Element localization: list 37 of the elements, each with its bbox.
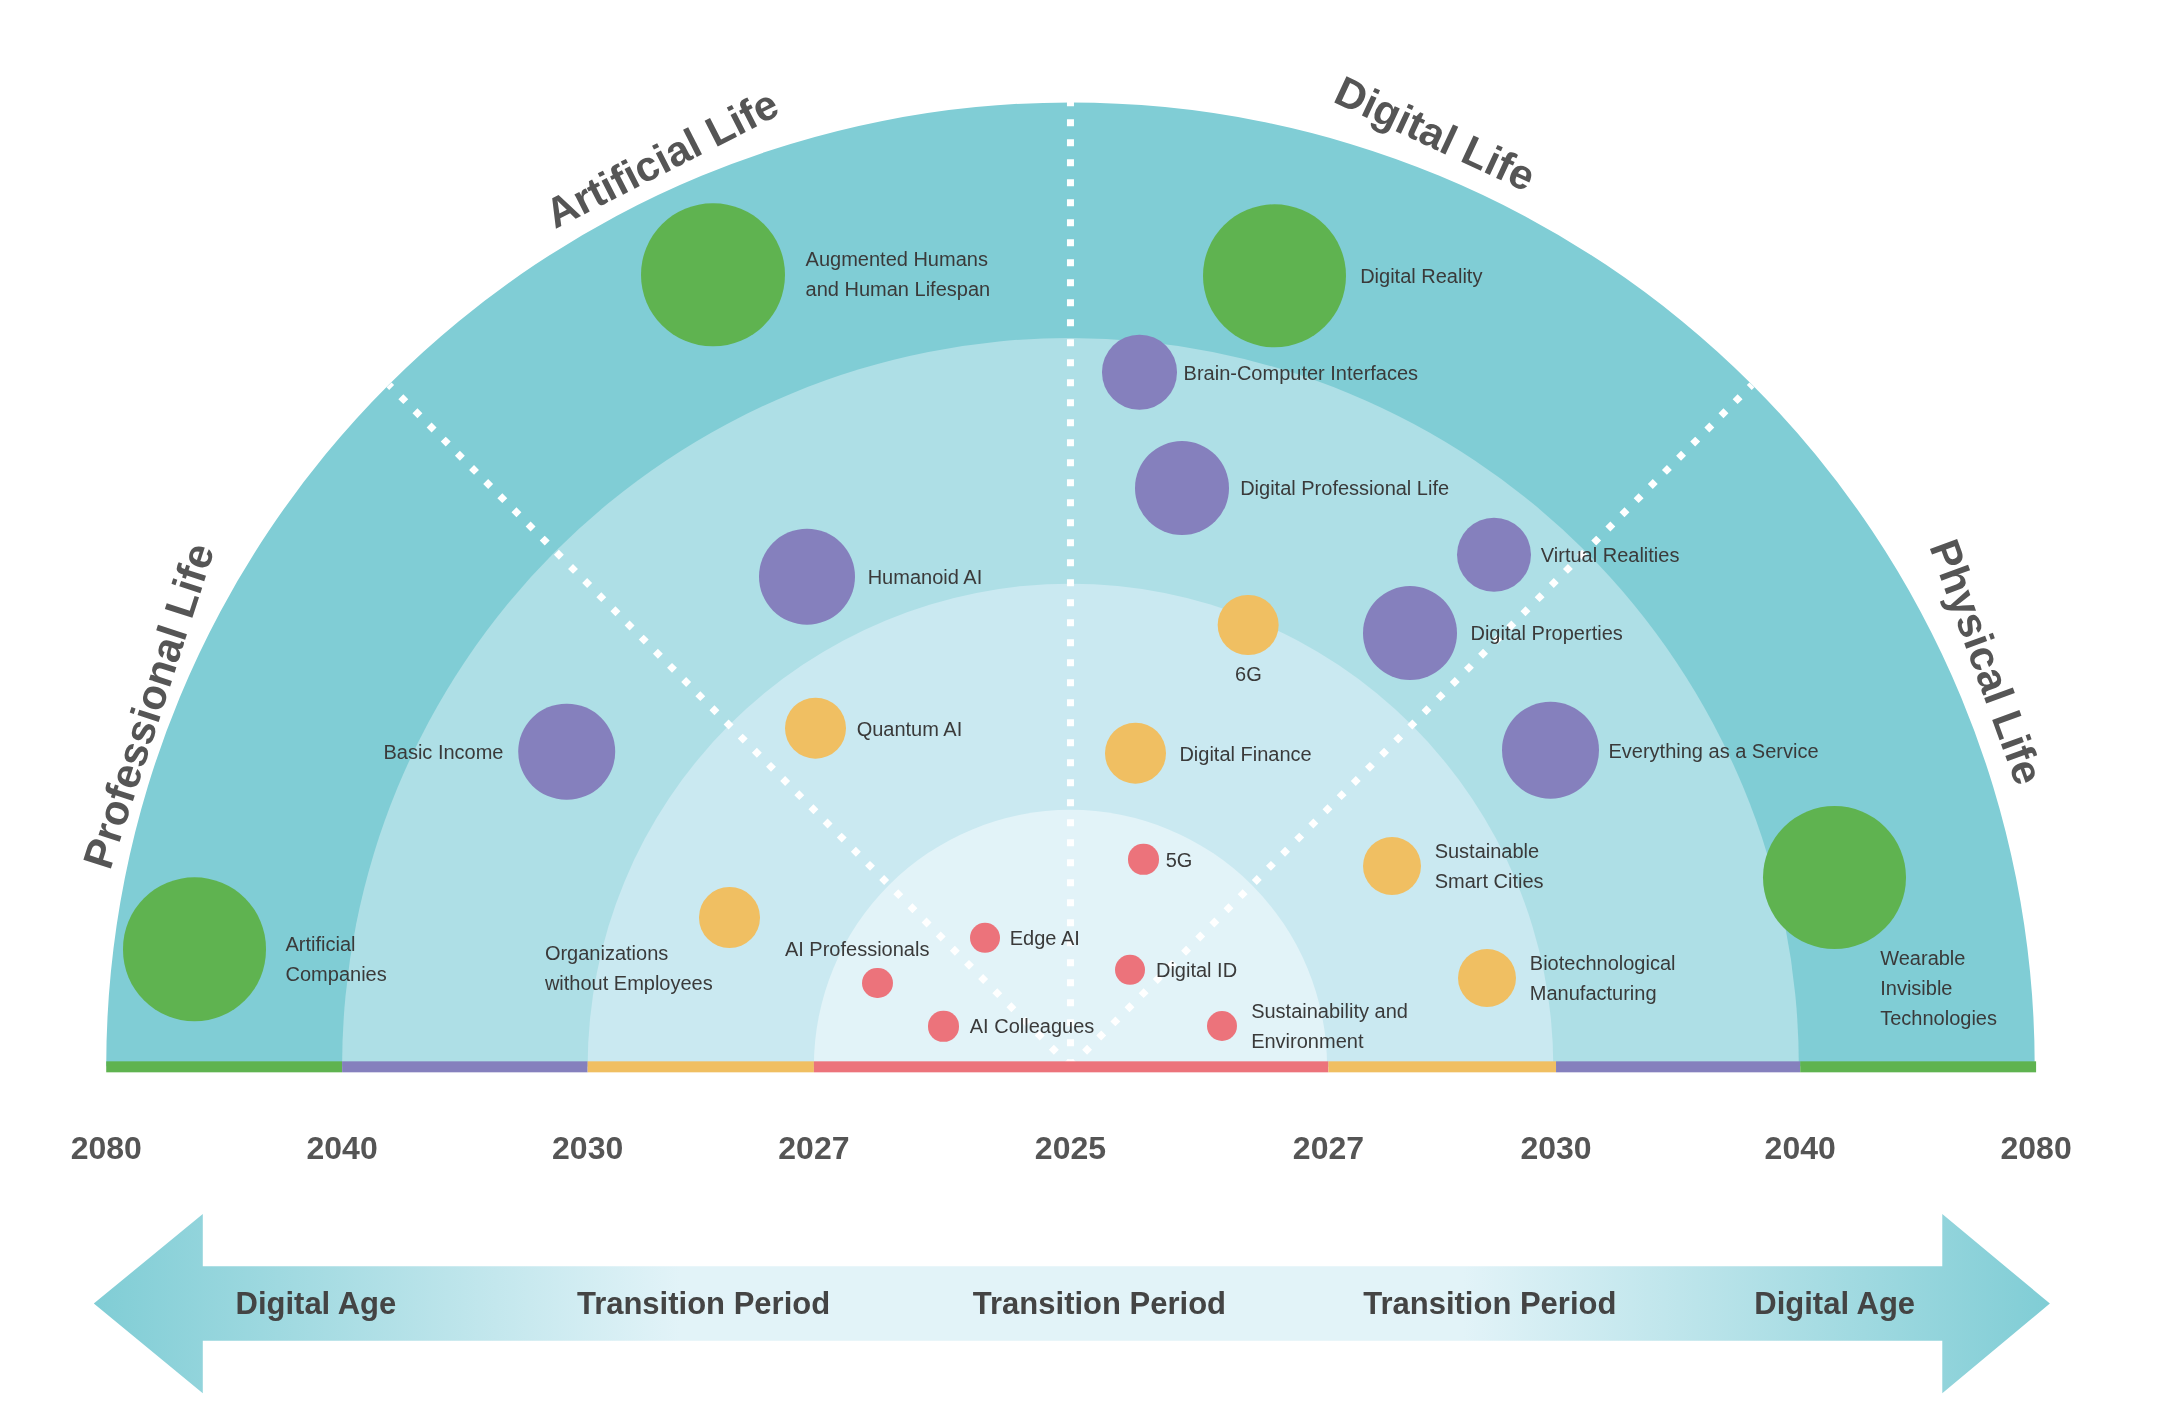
topic-label: Quantum AI bbox=[856, 716, 963, 742]
period-label: Transition Period bbox=[1363, 1285, 1617, 1322]
topic-label: Augmented Humans and Human Lifespan bbox=[805, 247, 992, 303]
year-label: 2027 bbox=[1292, 1129, 1364, 1167]
topic-label: Digital ID bbox=[1155, 957, 1238, 983]
topic-label: AI Professionals bbox=[784, 936, 930, 962]
topic-label: Digital Professional Life bbox=[1240, 476, 1450, 502]
topic-label: Digital Reality bbox=[1360, 263, 1483, 289]
year-label: 2080 bbox=[2000, 1129, 2072, 1167]
period-label: Transition Period bbox=[972, 1285, 1227, 1322]
year-label: 2040 bbox=[1764, 1129, 1836, 1167]
topic-label: Basic Income bbox=[383, 739, 504, 765]
year-label: 2025 bbox=[1034, 1129, 1107, 1167]
year-label: 2030 bbox=[1520, 1129, 1592, 1167]
topic-label: 6G bbox=[1235, 662, 1262, 688]
topic-label: Digital Properties bbox=[1470, 621, 1623, 647]
topic-label: Sustainability and Environment bbox=[1251, 999, 1409, 1055]
period-label: Digital Age bbox=[235, 1285, 397, 1322]
topic-label: AI Colleagues bbox=[969, 1014, 1095, 1040]
topic-label: Sustainable Smart Cities bbox=[1434, 839, 1545, 895]
year-label: 2030 bbox=[552, 1129, 624, 1167]
topic-label: Everything as a Service bbox=[1608, 738, 1819, 764]
year-label: 2040 bbox=[306, 1129, 378, 1167]
topic-label: Biotechnological Manufacturing bbox=[1529, 951, 1677, 1007]
topic-label: Wearable Invisible Technologies bbox=[1880, 946, 1998, 1032]
period-label: Digital Age bbox=[1754, 1285, 1916, 1322]
period-label: Transition Period bbox=[576, 1285, 831, 1322]
topic-label: Virtual Realities bbox=[1540, 542, 1680, 568]
topic-label: Humanoid AI bbox=[867, 564, 983, 590]
topic-label: Edge AI bbox=[1009, 926, 1080, 952]
topic-label: Digital Finance bbox=[1179, 741, 1312, 767]
year-label: 2027 bbox=[778, 1129, 850, 1167]
topic-label: Organizations without Employees bbox=[544, 940, 714, 996]
topic-label: Brain-Computer Interfaces bbox=[1183, 360, 1419, 386]
topic-label: 5G bbox=[1165, 847, 1193, 873]
topic-label: Artificial Companies bbox=[285, 932, 388, 988]
year-label: 2080 bbox=[70, 1129, 142, 1167]
